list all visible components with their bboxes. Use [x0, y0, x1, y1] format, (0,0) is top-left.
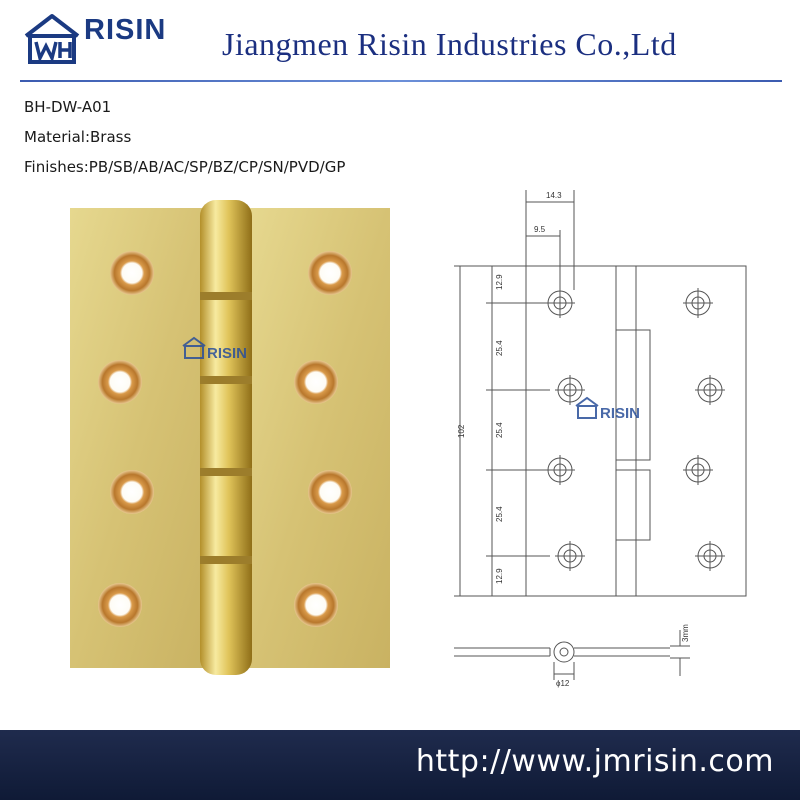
letter-h-icon: [58, 42, 72, 58]
screw-hole: [308, 470, 352, 514]
knuckle-joint: [200, 292, 252, 300]
technical-drawing: 14.3 9.5 102 12.9 25.4 25.4 25.4 12.9 3m…: [454, 190, 747, 688]
dim-pitch-1: 25.4: [495, 340, 504, 356]
dim-pitch-3: 25.4: [495, 506, 504, 522]
watermark-text: RISIN: [207, 345, 247, 362]
dim-edge-bottom: 12.9: [495, 568, 504, 584]
screw-hole: [110, 251, 154, 295]
house-body-icon: [28, 34, 76, 64]
knuckle-joint: [200, 376, 252, 384]
material-spec: Material:Brass: [24, 128, 132, 146]
website-link[interactable]: http://www.jmrisin.com: [415, 744, 774, 779]
screw-hole: [308, 251, 352, 295]
drawing-watermark: RISIN: [575, 396, 640, 422]
footer: http://www.jmrisin.com: [0, 730, 800, 800]
house-roof-icon: [24, 14, 80, 38]
knuckle-joint: [200, 468, 252, 476]
screw-hole: [294, 583, 338, 627]
watermark-text: RISIN: [600, 405, 640, 422]
dim-knuckle-diameter: ϕ12: [556, 679, 570, 688]
knuckle-joint: [200, 556, 252, 564]
screw-hole: [294, 360, 338, 404]
screw-hole: [98, 583, 142, 627]
drawing-left-leaf: [525, 265, 617, 597]
drawing-right-leaf: [635, 265, 747, 597]
dim-top-width: 14.3: [546, 191, 562, 200]
photo-watermark: RISIN: [182, 336, 247, 362]
risin-logo: [24, 14, 80, 64]
model-number: BH-DW-A01: [24, 98, 112, 116]
dim-hole-offset: 9.5: [534, 225, 546, 234]
logo-text: RISIN: [84, 14, 167, 46]
hinge-photo: RISIN: [70, 200, 390, 675]
dim-edge-top: 12.9: [495, 274, 504, 290]
header-divider: [20, 80, 782, 82]
company-name: Jiangmen Risin Industries Co.,Ltd: [222, 26, 677, 62]
dim-thickness: 3mm: [681, 624, 690, 642]
dim-pitch-2: 25.4: [495, 422, 504, 438]
header: RISIN Jiangmen Risin Industries Co.,Ltd: [0, 0, 800, 88]
screw-hole: [98, 360, 142, 404]
dim-total-height: 102: [457, 424, 466, 438]
hinge-knuckle: [200, 200, 252, 675]
finishes-spec: Finishes:PB/SB/AB/AC/SP/BZ/CP/SN/PVD/GP: [24, 158, 346, 176]
drawing-knuckles: [616, 329, 651, 541]
screw-hole: [110, 470, 154, 514]
letter-w-icon: [34, 41, 58, 64]
